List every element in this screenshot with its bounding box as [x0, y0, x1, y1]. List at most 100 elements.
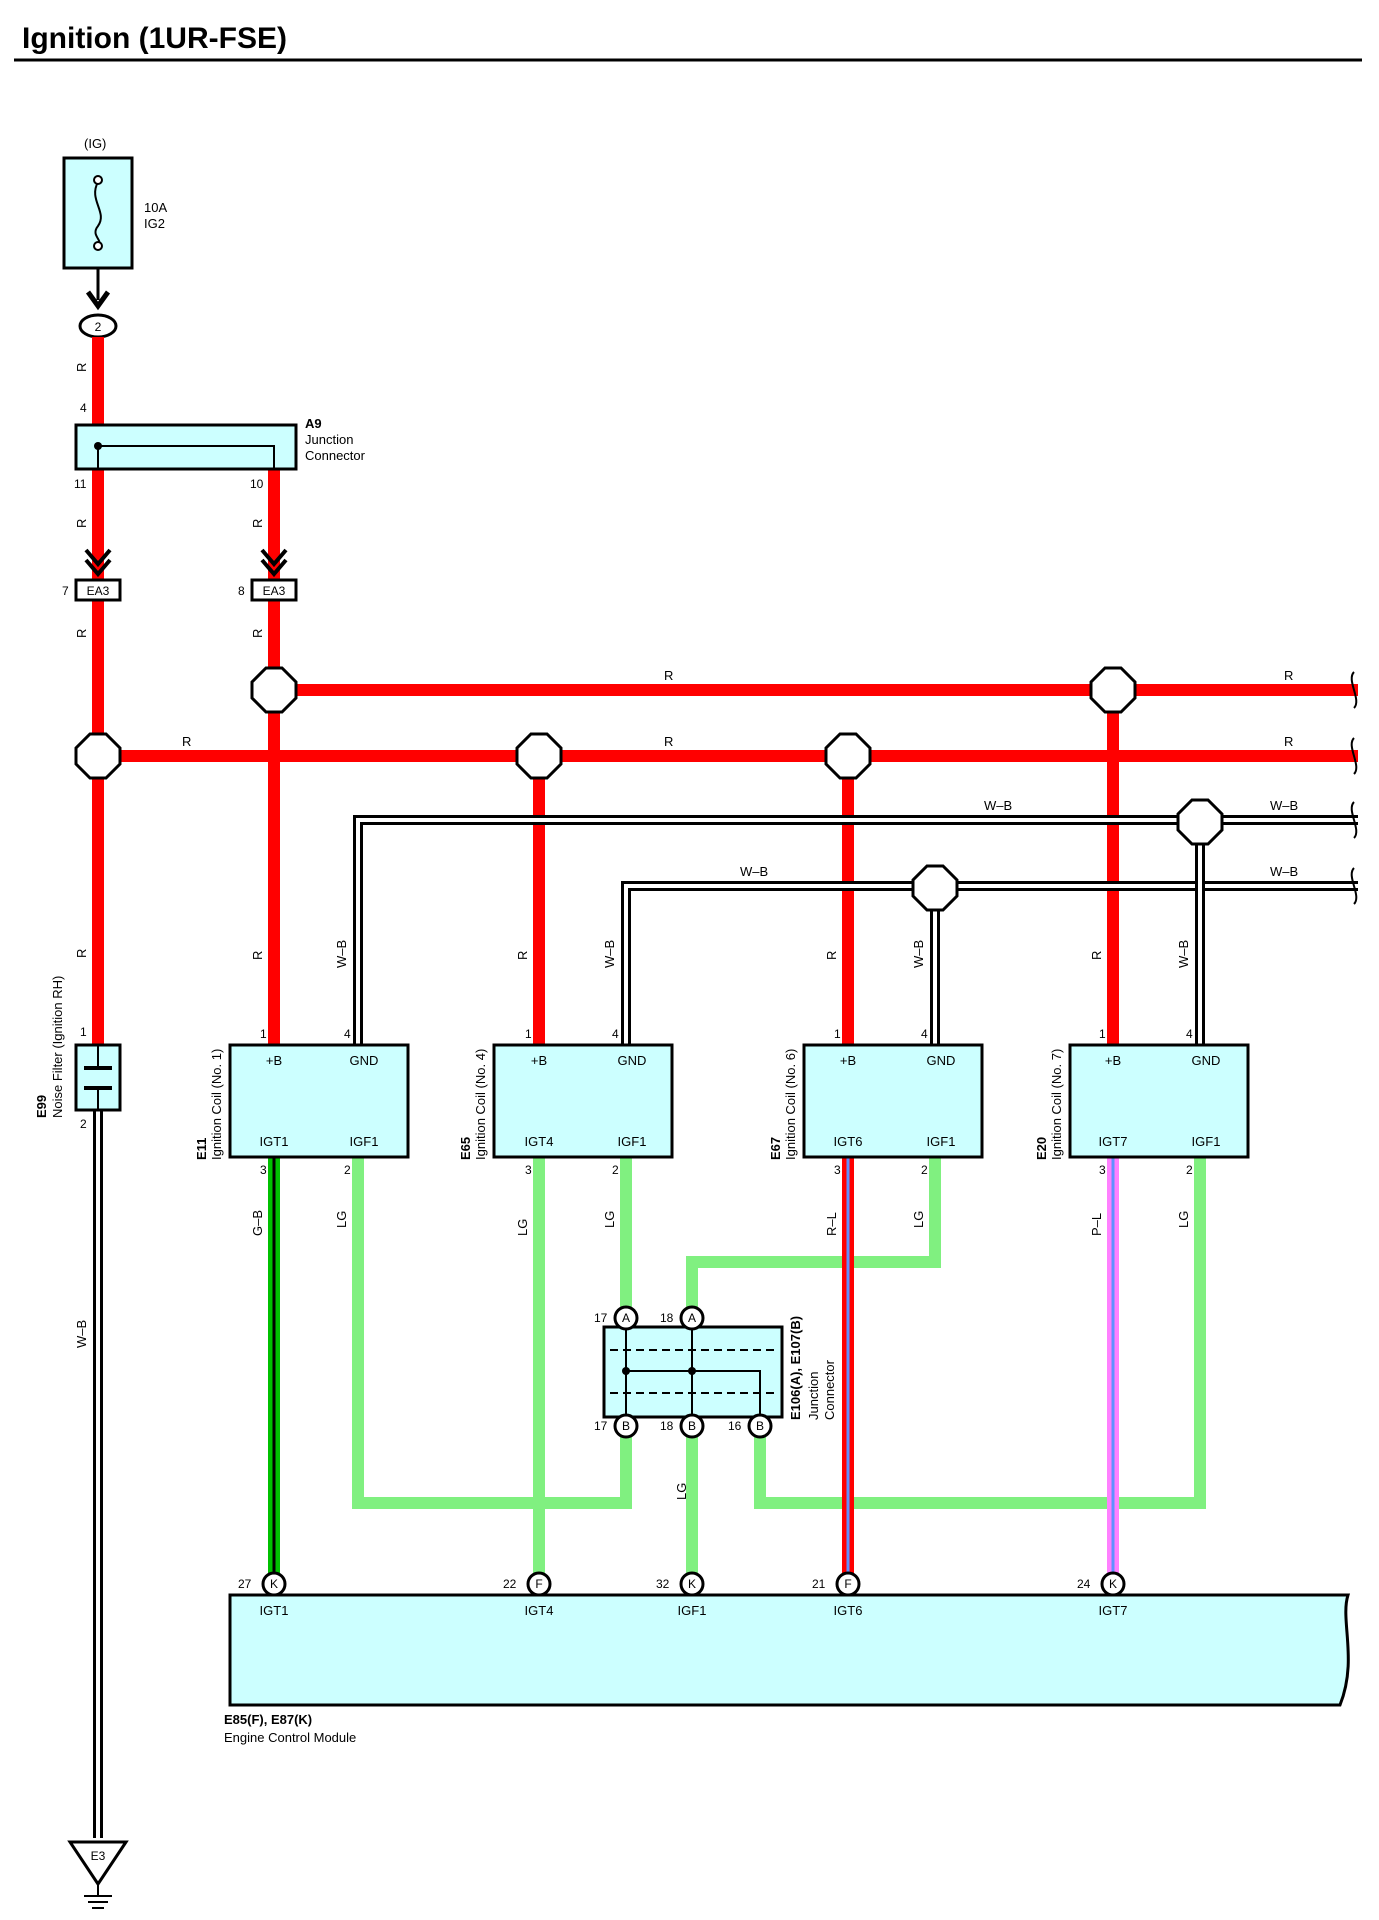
coil-name: Ignition Coil (No. 1) [209, 1049, 224, 1160]
pin-number: 16 [728, 1419, 742, 1433]
svg-text:R: R [1284, 734, 1293, 749]
fuse-rating: 10A [144, 200, 167, 215]
svg-text:W–B: W–B [984, 798, 1012, 813]
wire-label-gnd: W–B [602, 940, 617, 968]
ea3-right-pin: 8 [238, 584, 245, 598]
pin-number: 17 [594, 1311, 608, 1325]
a9-name-2: Connector [305, 448, 366, 463]
coil-igt-terminal: IGT4 [525, 1134, 554, 1149]
coil-igf-terminal: IGF1 [927, 1134, 956, 1149]
fuse-box [62, 156, 134, 270]
svg-text:R: R [250, 519, 265, 528]
ea3-left-pin: 7 [62, 584, 69, 598]
coil-igf-terminal: IGF1 [1192, 1134, 1221, 1149]
ground-icon [67, 1840, 129, 1887]
ecm-box [228, 1593, 1351, 1707]
pin-number: 27 [238, 1577, 252, 1591]
svg-text:W–B: W–B [1270, 864, 1298, 879]
fuse-pin: 2 [95, 320, 102, 334]
a9-name-1: Junction [305, 432, 353, 447]
junction-top-pin: A17 [594, 1305, 639, 1331]
coil-gnd-terminal: GND [1192, 1053, 1221, 1068]
coil-pin-gnd: 4 [921, 1027, 928, 1041]
wire-label-igt: LG [515, 1219, 530, 1236]
wire-label-igf: LG [602, 1211, 617, 1228]
coil-pin-b: 1 [525, 1027, 532, 1041]
wire-label-b: R [1089, 951, 1104, 960]
coil-id: E65 [458, 1137, 473, 1160]
svg-text:W–B: W–B [74, 1320, 89, 1348]
coil-igt-terminal: IGT6 [834, 1134, 863, 1149]
arrow-down-icon [260, 548, 288, 568]
junction-id: E106(A), E107(B) [788, 1316, 803, 1420]
pin-letter: K [1109, 1577, 1117, 1591]
coil-pin-igt: 3 [525, 1163, 532, 1177]
signal-wires [268, 1150, 1206, 1580]
pin-number: 17 [594, 1419, 608, 1433]
splice-point [250, 666, 298, 714]
splice-points [74, 666, 1224, 912]
wire-label-igf: LG [911, 1211, 926, 1228]
noise-filter-e99: 1 2 E99 Noise Filter (Ignition RH) [34, 976, 122, 1131]
ea3-right-name: EA3 [263, 584, 286, 598]
coil-pin-igt: 3 [834, 1163, 841, 1177]
coil-pin-igf: 2 [1186, 1163, 1193, 1177]
wire-label-igt: P–L [1089, 1213, 1104, 1236]
svg-text:R: R [250, 629, 265, 638]
pin-letter: K [688, 1577, 696, 1591]
splice-point [824, 732, 872, 780]
junction-bottom-pin: B17 [594, 1413, 639, 1439]
junction-name-2: Connector [822, 1359, 837, 1420]
junction-connector-e106-e107: E106(A), E107(B) Junction Connector [602, 1316, 837, 1420]
ecm-terminal-label: IGT4 [525, 1603, 554, 1618]
coil-b-terminal: +B [266, 1053, 282, 1068]
fuse-name: IG2 [144, 216, 165, 231]
pin-number: 32 [656, 1577, 670, 1591]
wire-label-igf: LG [1176, 1211, 1191, 1228]
splice-point [1089, 666, 1137, 714]
coil-name: Ignition Coil (No. 6) [783, 1049, 798, 1160]
wire-label-igt: R–L [824, 1212, 839, 1236]
coil-pin-b: 1 [1099, 1027, 1106, 1041]
coil-igf-terminal: IGF1 [350, 1134, 379, 1149]
pin-letter: B [756, 1419, 764, 1433]
coil-igf-terminal: IGF1 [618, 1134, 647, 1149]
ecm-terminal-label: IGT6 [834, 1603, 863, 1618]
coil-id: E67 [768, 1137, 783, 1160]
coil-name: Ignition Coil (No. 4) [473, 1049, 488, 1160]
pin-number: 18 [660, 1419, 674, 1433]
wire-labels: R R R R R W–B W–B W–B W–B R R R R R R W–… [74, 363, 1298, 1500]
pin-letter: B [688, 1419, 696, 1433]
pin-number: 22 [503, 1577, 517, 1591]
splice-point [1176, 798, 1224, 846]
wire-label-gnd: W–B [911, 940, 926, 968]
wire-label-b: R [824, 951, 839, 960]
coil-b-terminal: +B [840, 1053, 856, 1068]
coil-pin-igt: 3 [260, 1163, 267, 1177]
a9-id: A9 [305, 416, 322, 431]
coil-pin-gnd: 4 [1186, 1027, 1193, 1041]
coil-gnd-terminal: GND [350, 1053, 379, 1068]
fuse-supply-label: (IG) [84, 136, 106, 151]
coil-pin-igf: 2 [921, 1163, 928, 1177]
pin-number: 24 [1077, 1577, 1091, 1591]
a9-pin-out1: 11 [74, 477, 87, 491]
wire-label-igt: G–B [250, 1210, 265, 1236]
wb-ground-wires [93, 815, 1358, 1838]
pin-number: 18 [660, 1311, 674, 1325]
coil-gnd-terminal: GND [927, 1053, 956, 1068]
coil-name: Ignition Coil (No. 7) [1049, 1049, 1064, 1160]
coil-pin-igt: 3 [1099, 1163, 1106, 1177]
junction-bottom-pin: B 18 [660, 1413, 705, 1439]
ecm-terminal-label: IGT1 [260, 1603, 289, 1618]
svg-text:W–B: W–B [1270, 798, 1298, 813]
